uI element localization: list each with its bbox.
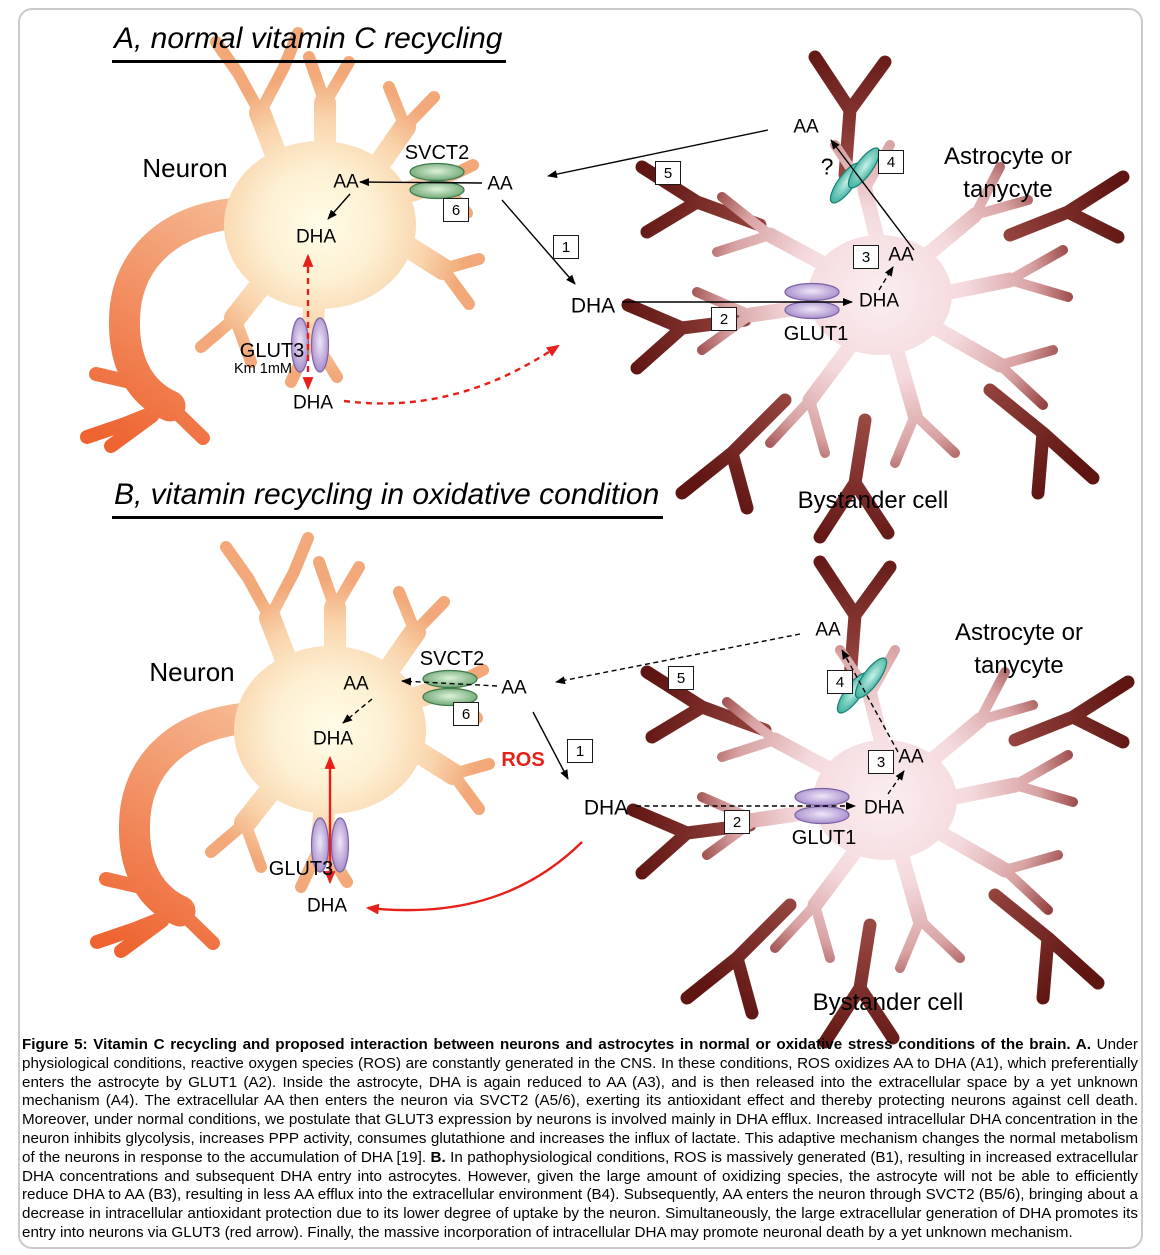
caption-segment: Under physiological conditions, reactive… (22, 1036, 1138, 1166)
arrow-b4-aa-efflux (841, 649, 899, 753)
arrow-aa-to-dha-neuron-b (342, 698, 373, 724)
dha-extracellular-label-b: DHA (583, 796, 629, 820)
arrow-a1-aa-to-dha (501, 199, 576, 285)
step-box-b3: 3 (868, 750, 894, 774)
arrow-b6-aa-into-neuron (401, 677, 498, 687)
step-box-b1: 1 (567, 739, 593, 763)
figure-caption: Figure 5: Vitamin C recycling and propos… (22, 1036, 1138, 1243)
bystander-cell-label-a: Bystander cell (797, 487, 949, 514)
astrocyte-label-line1-b: Astrocyte or (954, 619, 1084, 646)
arrow-a5-aa-return (547, 129, 769, 179)
step-box-a6: 6 (443, 198, 469, 222)
panel-a-title: A, normal vitamin C recycling (112, 22, 507, 63)
arrow-a6-aa-into-neuron (359, 178, 483, 187)
step-box-b5: 5 (668, 666, 694, 690)
aa-astrocyte-label-b: AA (898, 746, 924, 768)
astrocyte-label-line1-a: Astrocyte or (943, 143, 1073, 170)
step-box-a1: 1 (553, 235, 579, 259)
glut1-label-a: GLUT1 (783, 323, 849, 345)
dha-efflux-label-a: DHA (292, 392, 334, 414)
step-box-a3: 3 (853, 245, 879, 269)
dha-neuron-label-b: DHA (312, 728, 354, 750)
arrow-a4-aa-efflux (830, 139, 915, 251)
glut1-label-b: GLUT1 (791, 827, 857, 849)
neuron-label-b: Neuron (149, 657, 235, 687)
step-box-b4: 4 (827, 670, 853, 694)
glut3-km-label-a: Km 1mM (234, 360, 292, 377)
arrow-b1-aa-to-dha (532, 711, 569, 780)
step-box-a4: 4 (878, 150, 904, 174)
aa-extracellular-label-b: AA (501, 677, 527, 699)
aa-released-label-a: AA (793, 116, 819, 138)
neuron-cell-a (87, 33, 479, 446)
aa-neuron-label-b: AA (343, 673, 369, 695)
dha-neuron-label-a: DHA (295, 226, 337, 248)
neuron-cell-b (97, 538, 489, 951)
svct2-label-a: SVCT2 (404, 142, 470, 164)
ros-label-b: ROS (501, 749, 545, 771)
step-box-b6: 6 (453, 702, 479, 726)
astrocyte-label-line2-b: tanycyte (974, 652, 1064, 679)
red-dashed-dha-curve-a (343, 344, 560, 405)
dha-astrocyte-label-a: DHA (858, 290, 900, 312)
aa-released-label-b: AA (815, 619, 841, 641)
astrocyte-label-line2-a: tanycyte (963, 176, 1053, 203)
dha-astrocyte-label-b: DHA (863, 797, 905, 819)
red-solid-dha-curve-b (365, 841, 583, 915)
panel-b-title: B, vitamin recycling in oxidative condit… (112, 478, 664, 519)
arrow-b3-dha-to-aa-astro (887, 770, 905, 795)
glut3-label-b: GLUT3 (268, 858, 334, 880)
caption-segment: Figure 5: Vitamin C recycling and propos… (22, 1036, 1097, 1053)
glut3-label-a: GLUT3 (239, 340, 305, 362)
caption-segment: B. (430, 1148, 451, 1166)
aa-neuron-label-a: AA (333, 171, 359, 193)
arrow-a3-dha-to-aa-astro (878, 266, 894, 291)
step-box-b2: 2 (724, 810, 750, 834)
svct2-label-b: SVCT2 (419, 648, 485, 670)
dha-extracellular-label-a: DHA (570, 294, 616, 318)
step-box-a2: 2 (711, 307, 737, 331)
step-box-a5: 5 (655, 161, 681, 185)
aa-astrocyte-label-a: AA (888, 244, 914, 266)
neuron-label-a: Neuron (142, 153, 228, 183)
caption-segment: In pathophysiological conditions, ROS is… (22, 1148, 1138, 1241)
dha-efflux-label-b: DHA (306, 895, 348, 917)
aa-extracellular-label-a: AA (487, 173, 513, 195)
unknown-transporter-question-mark-a: ? (820, 153, 834, 180)
arrow-b5-aa-return (555, 633, 801, 685)
bystander-cell-label-b: Bystander cell (812, 989, 964, 1016)
arrow-aa-to-dha-neuron-a (327, 193, 351, 220)
